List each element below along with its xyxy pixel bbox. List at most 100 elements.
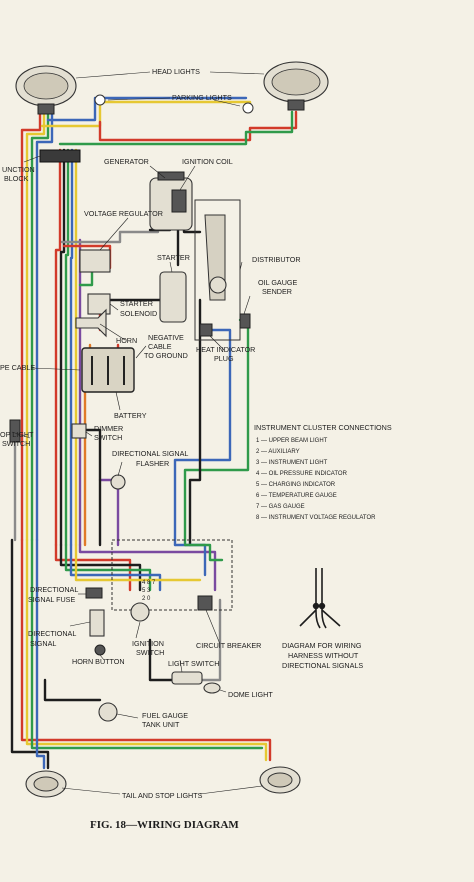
directional-signal-switch [89, 609, 105, 637]
wire-red-left-trunk [20, 110, 42, 542]
wire-green-right-head [58, 110, 294, 146]
legend-item-6: 6 — TEMPERATURE GAUGE [256, 493, 337, 499]
label-signal-fuse-2: SIGNAL FUSE [28, 595, 75, 604]
dome-light [203, 682, 221, 694]
wire-green-left-trunk [30, 110, 50, 542]
label-ignition-switch-2: SWITCH [136, 648, 164, 657]
wire-blue-rear [35, 538, 46, 770]
label-oil-gauge-sender-1: OIL GAUGE [258, 278, 297, 287]
directional-signal-fuse [85, 587, 103, 599]
label-negative-cable-3: TO GROUND [144, 351, 188, 360]
label-distributor: DISTRIBUTOR [252, 255, 301, 264]
starter-solenoid [87, 293, 111, 315]
horn [75, 308, 107, 338]
junction-block [39, 149, 81, 163]
wire-green-rear [30, 538, 264, 750]
harness-inset-diagram [299, 568, 341, 629]
wire-blue-heat [173, 328, 232, 547]
wire-blue-parking [46, 96, 248, 122]
label-starter-solenoid-2: SOLENOID [120, 309, 157, 318]
wire-green-cluster [183, 543, 224, 562]
label-circuit-breaker: CIRCUIT BREAKER [196, 641, 261, 650]
label-junction-block-2: BLOCK [4, 174, 29, 183]
legend-item-3: 3 — INSTRUMENT LIGHT [256, 460, 328, 466]
directional-signal-flasher [110, 474, 126, 490]
wire-purple-lower [78, 543, 217, 592]
label-stop-light-switch-1: OP LIGHT [0, 430, 34, 439]
wire-black-lower [59, 543, 142, 592]
harness-note-3: DIRECTIONAL SIGNALS [282, 661, 363, 670]
distributor [194, 199, 241, 341]
wire-black-main [59, 148, 66, 547]
wire-yellow-rear [25, 538, 268, 762]
label-fuel-gauge-1: FUEL GAUGE [142, 711, 188, 720]
wire-black-dist [188, 298, 202, 547]
label-tail-stop-lights: TAIL AND STOP LIGHTS [122, 791, 203, 800]
label-directional-signal-1: DIRECTIONAL [28, 629, 76, 638]
label-light-switch: LIGHT SWITCH [168, 659, 219, 668]
left-tail-light [25, 770, 67, 798]
wire-yellow-lower [74, 543, 202, 582]
left-parking-light [94, 94, 106, 106]
cluster-terminals-row1: 4 8 7 [142, 580, 156, 586]
label-generator: GENERATOR [104, 157, 149, 166]
label-parking-lights: PARKING LIGHTS [172, 93, 232, 102]
instrument-cluster-legend: INSTRUMENT CLUSTER CONNECTIONS 1 — UPPER… [254, 423, 392, 521]
starter [159, 271, 187, 323]
ignition-coil [171, 189, 187, 213]
legend-item-5: 5 — CHARGING INDICATOR [256, 482, 336, 488]
circuit-breaker [197, 595, 213, 611]
wire-green-regulator [78, 268, 94, 287]
wire-red-main [54, 148, 62, 547]
light-switch [171, 671, 203, 685]
wire-yellow-left-trunk [25, 110, 46, 542]
instrument-cluster [111, 539, 233, 611]
label-signal-fuse-1: DIRECTIONAL [30, 585, 78, 594]
label-ignition-coil: IGNITION COIL [182, 157, 233, 166]
label-dome-light: DOME LIGHT [228, 690, 273, 699]
legend-item-4: 4 — OIL PRESSURE INDICATOR [256, 471, 348, 477]
legend-item-1: 1 — UPPER BEAM LIGHT [256, 438, 328, 444]
wire-red-rear [20, 538, 272, 762]
voltage-regulator [79, 249, 111, 273]
battery [81, 347, 135, 393]
legend-item-8: 8 — INSTRUMENT VOLTAGE REGULATOR [256, 515, 376, 521]
oil-gauge-sender [239, 313, 251, 329]
wire-gray-dome [198, 598, 222, 682]
label-heat-indicator-plug-2: PLUG [214, 354, 234, 363]
label-dimmer-switch-2: SWITCH [94, 433, 122, 442]
wire-black-light-switch [148, 638, 182, 682]
stop-light-switch [9, 419, 21, 443]
wire-blue-main [69, 148, 74, 547]
right-parking-light [242, 102, 254, 114]
label-head-lights: HEAD LIGHTS [152, 67, 200, 76]
wire-blue-cluster [173, 543, 207, 577]
label-battery: BATTERY [114, 411, 147, 420]
cluster-terminals-row3: 2 0 [142, 596, 151, 602]
label-dimmer-switch-1: DIMMER [94, 424, 123, 433]
label-starter-solenoid-1: STARTER [120, 299, 153, 308]
wire-yellow-parking [40, 100, 252, 128]
wire-black-rear [10, 538, 50, 770]
right-tail-light [259, 766, 301, 794]
legend-item-7: 7 — GAS GAUGE [256, 504, 305, 510]
label-oil-gauge-sender-2: SENDER [262, 287, 292, 296]
horn-button [94, 644, 106, 656]
label-voltage-regulator: VOLTAGE REGULATOR [84, 209, 163, 218]
figure-caption: FIG. 18—WIRING DIAGRAM [90, 819, 239, 831]
harness-note-1: DIAGRAM FOR WIRING [282, 641, 362, 650]
wire-gray-regulator [60, 230, 160, 244]
wire-green-main [64, 148, 70, 547]
ignition-switch [130, 602, 150, 622]
label-horn-button: HORN BUTTON [72, 657, 125, 666]
harness-note-2: HARNESS WITHOUT [288, 651, 359, 660]
wire-red-right-head [98, 110, 298, 142]
heat-indicator-plug [199, 323, 213, 337]
label-horn: HORN [116, 336, 137, 345]
wire-black-fuel [43, 678, 102, 702]
label-flasher-2: FLASHER [136, 459, 169, 468]
label-starter: STARTER [157, 253, 190, 262]
wire-blue-left-trunk [35, 110, 54, 542]
